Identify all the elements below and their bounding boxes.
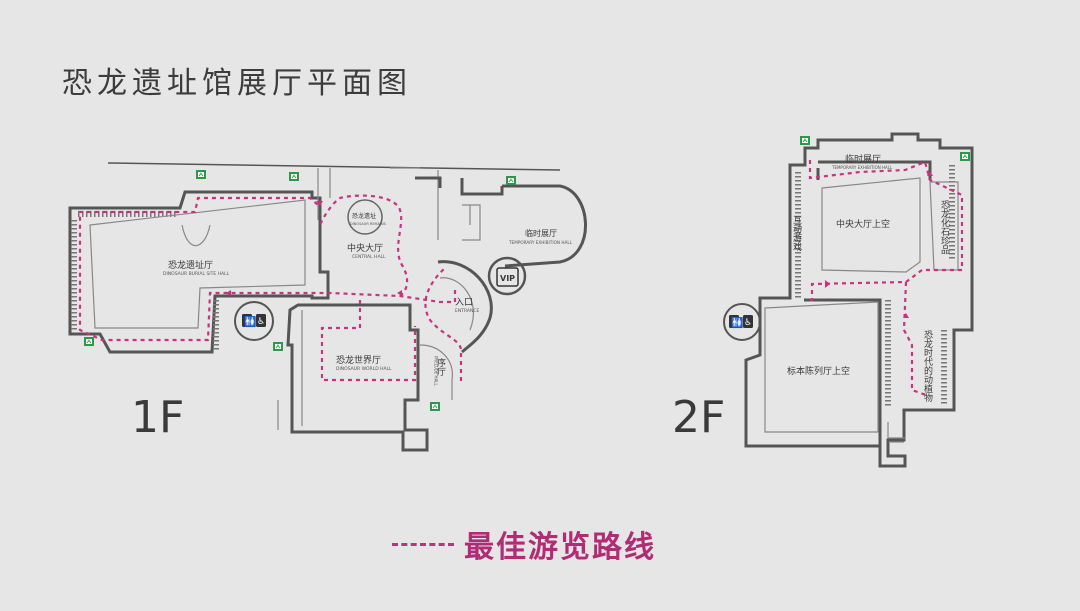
interactive-game-label: 互动游戏: [791, 215, 802, 252]
emergency-exit-icon: [288, 171, 300, 182]
emergency-exit-icon: [272, 341, 284, 352]
fossil-treasures-label: 恐龙化石珍品: [939, 200, 950, 255]
f2-temporary-hall-label: 临时展厅: [845, 153, 881, 165]
entrance-label-en: ENTRANCE: [455, 308, 479, 314]
accessible-icon: ♿: [256, 314, 266, 327]
emergency-exit-icon: [83, 336, 95, 347]
remains-label-en: DINOSAUR REMAINS: [350, 222, 387, 226]
svg-text:♿: ♿: [257, 317, 265, 327]
entrance-label: 入口: [455, 297, 473, 308]
svg-text:🚻: 🚻: [244, 315, 256, 328]
remains-label: 恐龙遗址: [352, 212, 376, 220]
central-hall-label: 中央大厅: [347, 242, 383, 254]
temporary-hall-outline: [502, 184, 587, 268]
tour-route-1f: [78, 194, 463, 382]
vip-label: VIP: [500, 274, 515, 283]
svg-text:♿: ♿: [744, 318, 752, 328]
emergency-exit-icon: [799, 135, 811, 146]
restroom-icon: 🚻: [729, 315, 743, 329]
temporary-hall-label-en: TEMPORARY EXHIBITION HALL: [508, 240, 573, 245]
emergency-exit-icon: [195, 169, 207, 180]
emergency-exit-icon: [505, 175, 517, 186]
floor-1-plan: 🚻 ♿ 恐龙遗址厅 DINOSAUR BURIAL SITE HALL 恐龙遗址…: [68, 162, 587, 452]
emergency-exit-icon: [429, 401, 441, 412]
tour-route-2f: [808, 160, 964, 397]
route-legend-text: 最佳游览路线: [464, 530, 656, 565]
world-hall-outline: [286, 303, 429, 452]
specimen-void-label: 标本陈列厅上空: [787, 365, 850, 377]
temporary-hall-label: 临时展厅: [525, 228, 557, 238]
central-hall-label-en: CENTRAL HALL: [352, 254, 386, 260]
route-legend-line: [392, 542, 454, 546]
era-animals-label: 恐龙时代的动植物: [922, 330, 933, 403]
f2-temporary-hall-label-en: TEMPORARY EXHIBITION HALL: [831, 165, 893, 170]
world-hall-label-en: DINOSAUR WORLD HALL: [336, 366, 392, 372]
svg-text:🚻: 🚻: [731, 316, 743, 329]
floor-2-plan: 🚻 ♿ 临时展厅 TEMPORARY EXHIBITION HALL 中央大厅上…: [672, 132, 974, 468]
floor-2-outline: [744, 132, 974, 468]
accessible-icon: ♿: [743, 315, 753, 328]
central-void-label: 中央大厅上空: [836, 218, 890, 230]
prelude-hall-label: 序厅: [435, 357, 446, 376]
burial-hall-outline: [68, 190, 330, 354]
emergency-exit-icon: [959, 151, 971, 162]
floor-2-label: 2F: [672, 392, 725, 443]
route-legend: 最佳游览路线: [392, 522, 656, 566]
restroom-icon: 🚻: [242, 314, 256, 328]
prelude-hall-label-en: PRELUDE HALL: [434, 356, 439, 387]
page-title: 恐龙遗址馆展厅平面图: [62, 66, 412, 101]
world-hall-label: 恐龙世界厅: [336, 354, 381, 366]
burial-hall-label: 恐龙遗址厅: [168, 259, 213, 271]
floor-1-label: 1F: [131, 392, 184, 443]
burial-hall-label-en: DINOSAUR BURIAL SITE HALL: [163, 271, 230, 277]
